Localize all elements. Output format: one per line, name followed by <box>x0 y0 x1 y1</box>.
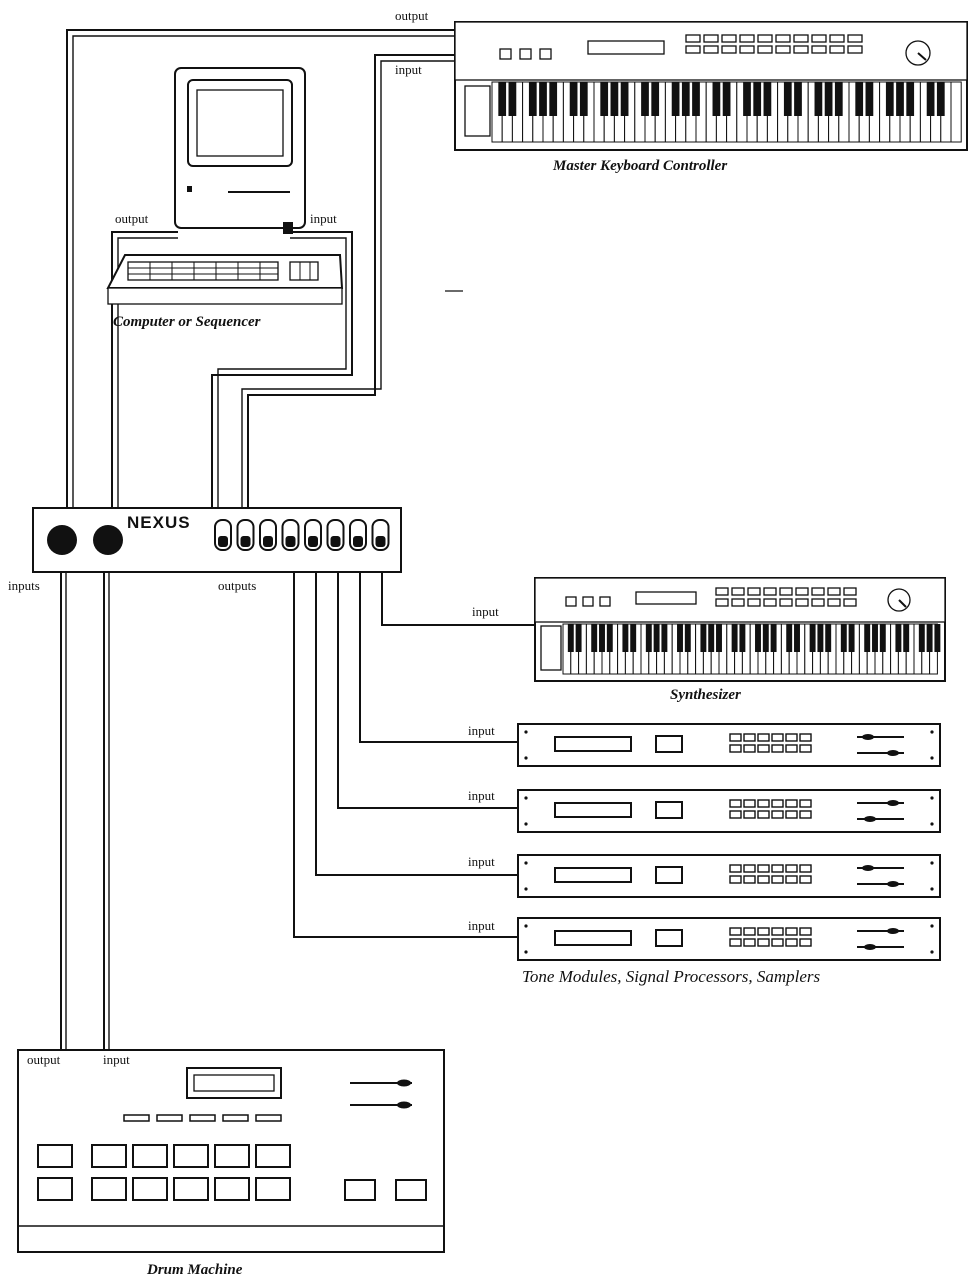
synth-caption: Synthesizer <box>670 687 741 703</box>
computer-or-sequencer <box>106 67 344 305</box>
cable-rack2 <box>337 572 518 809</box>
keyboard-caption: Master Keyboard Controller <box>552 158 727 174</box>
cable-computer-input <box>211 231 353 508</box>
rack1-input-label: input <box>468 723 495 738</box>
drum-output-label: output <box>27 1052 61 1067</box>
rack4-input-label: input <box>468 918 495 933</box>
nexus-brand-label: NEXUS <box>127 513 191 532</box>
cable-rack1 <box>359 572 518 743</box>
drum-pads <box>37 1114 291 1201</box>
keyboard-input-label: input <box>395 62 422 77</box>
keyboard-keys <box>491 81 962 143</box>
master-keyboard-controller <box>454 21 968 151</box>
racks-caption: Tone Modules, Signal Processors, Sampler… <box>522 967 821 986</box>
computer-caption: Computer or Sequencer <box>113 314 261 330</box>
cable-keyboard-input <box>247 54 455 508</box>
nexus-output-buttons <box>214 519 390 551</box>
keyboard-button-grid <box>685 34 863 54</box>
cable-rack4 <box>293 572 518 938</box>
synth-button-grid <box>715 587 857 607</box>
synth-input-label: input <box>472 604 499 619</box>
nexus-input-jack-1 <box>47 525 77 555</box>
drum-machine <box>17 1049 445 1253</box>
rack-unit-1 <box>517 723 941 767</box>
keyboard-output-label: output <box>395 8 429 23</box>
cable-rack3 <box>315 572 518 876</box>
nexus-inputs-label: inputs <box>8 578 40 593</box>
drum-button-left <box>344 1179 376 1201</box>
rack2-input-label: input <box>468 788 495 803</box>
cables <box>60 29 535 1050</box>
computer-output-label: output <box>115 211 149 226</box>
rack-units <box>517 723 941 961</box>
rack-unit-4 <box>517 917 941 961</box>
nexus-input-jack-2 <box>93 525 123 555</box>
nexus-outputs-label: outputs <box>218 578 256 593</box>
drum-input-label: input <box>103 1052 130 1067</box>
synth-keys <box>562 623 941 675</box>
cable-keyboard-output <box>66 29 455 508</box>
rack-unit-2 <box>517 789 941 833</box>
cable-synth <box>381 572 535 626</box>
drum-caption: Drum Machine <box>146 1262 243 1278</box>
computer-input-label: input <box>310 211 337 226</box>
rack3-input-label: input <box>468 854 495 869</box>
synthesizer <box>534 577 946 682</box>
nexus-patchbay <box>32 507 402 573</box>
rack-unit-3 <box>517 854 941 898</box>
drum-button-right <box>395 1179 427 1201</box>
cable-computer-output <box>111 231 178 508</box>
